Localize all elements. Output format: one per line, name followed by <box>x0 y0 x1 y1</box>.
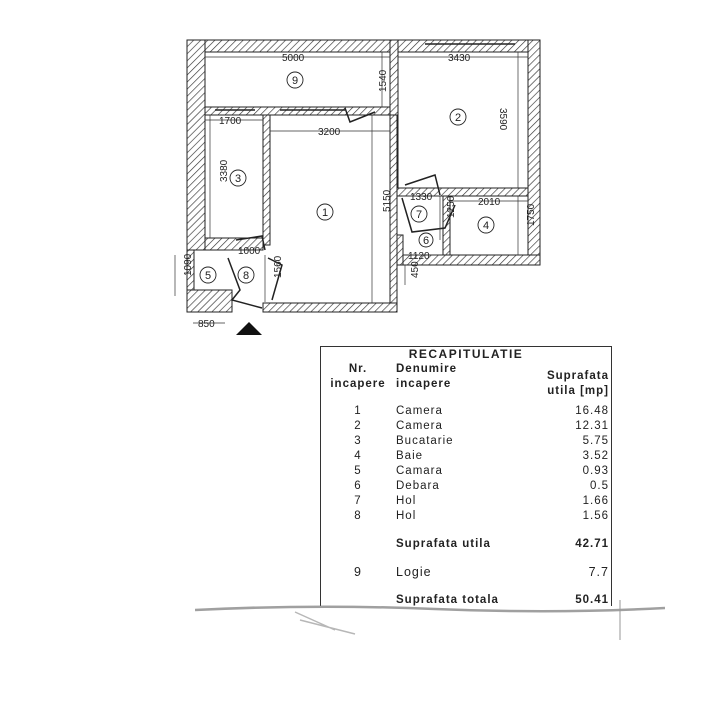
room-area: 3.52 <box>582 450 609 462</box>
dim-3430: 3430 <box>448 53 471 64</box>
grand-total-label: Suprafata totala <box>396 594 499 606</box>
room-6: 6 <box>423 235 429 247</box>
walls <box>186 39 541 313</box>
table-title: RECAPITULATIE <box>408 347 524 361</box>
grand-total-row: Suprafata totala 50.41 <box>321 593 611 608</box>
room-1: 1 <box>322 207 328 219</box>
room-number: 4 <box>354 450 362 462</box>
dim-1000: 1000 <box>238 246 261 257</box>
header-nr: Nr. incapere <box>321 362 395 392</box>
loggia-row: 9 Logie 7.7 <box>321 565 611 580</box>
room-name: Camera <box>396 420 443 432</box>
room-area: 1.66 <box>582 495 609 507</box>
dim-1540: 1540 <box>378 69 389 92</box>
room-name: Camara <box>396 465 443 477</box>
dim-3380: 3380 <box>219 159 230 182</box>
header-name: Denumire incapere <box>396 362 457 392</box>
dim-5000: 5000 <box>282 53 305 64</box>
header-area-line2: utila [mp] <box>547 385 609 397</box>
room-name: Baie <box>396 450 424 462</box>
room-numbers: 1 2 3 4 5 6 7 8 9 <box>205 75 489 282</box>
dim-1560: 1560 <box>273 255 284 278</box>
dim-1330: 1330 <box>410 192 433 203</box>
loggia-nr: 9 <box>354 565 362 579</box>
windows-doors <box>215 43 515 309</box>
room-area: 12.31 <box>575 420 609 432</box>
dim-850: 850 <box>198 319 215 330</box>
dim-1700: 1700 <box>219 116 242 127</box>
room-number: 8 <box>354 510 362 522</box>
dim-3590: 3590 <box>497 108 508 131</box>
header-name-line2: incapere <box>396 378 452 390</box>
useful-total-label: Suprafata utila <box>396 538 491 550</box>
room-4: 4 <box>483 220 489 232</box>
header-name-line1: Denumire <box>396 363 458 375</box>
room-name: Debara <box>396 480 440 492</box>
room-name: Bucatarie <box>396 435 454 447</box>
room-number: 5 <box>354 465 362 477</box>
room-2: 2 <box>455 112 461 124</box>
room-8: 8 <box>243 270 249 282</box>
dim-1090: 1090 <box>183 253 194 276</box>
loggia-name: Logie <box>396 565 432 579</box>
loggia-area: 7.7 <box>588 565 609 579</box>
dim-5150: 5150 <box>382 189 393 212</box>
room-5: 5 <box>205 270 211 282</box>
header-nr-line1: Nr. <box>348 363 368 375</box>
room-number: 1 <box>354 405 362 417</box>
room-area: 16.48 <box>575 405 609 417</box>
summary-table: RECAPITULATIE Nr. incapere Denumire inca… <box>320 346 612 606</box>
table-row: 3 Bucatarie 5.75 <box>321 434 611 449</box>
room-name: Hol <box>396 510 417 522</box>
entrance-arrow-icon <box>236 322 262 335</box>
useful-total-value: 42.71 <box>575 538 609 550</box>
dimension-labels: 5000 3430 1540 3590 1700 3200 3380 5150 … <box>183 53 537 330</box>
table-row: 4 Baie 3.52 <box>321 449 611 464</box>
room-3: 3 <box>235 173 241 185</box>
header-area-line1: Suprafata <box>546 370 609 382</box>
scan-smudge <box>195 600 665 640</box>
header-area: Suprafata utila [mp] <box>547 369 609 399</box>
room-number: 7 <box>354 495 362 507</box>
dim-1750: 1750 <box>526 203 537 226</box>
room-number: 2 <box>354 420 362 432</box>
room-area: 1.56 <box>582 510 609 522</box>
useful-total-row: Suprafata utila 42.71 <box>321 537 611 552</box>
table-row: 6 Debara 0.5 <box>321 479 611 494</box>
room-area: 0.93 <box>582 465 609 477</box>
grand-total-value: 50.41 <box>575 594 609 606</box>
room-number: 6 <box>354 480 362 492</box>
dimension-lines <box>174 52 528 324</box>
room-area: 0.5 <box>590 480 609 492</box>
header-nr-line2: incapere <box>330 378 386 390</box>
dim-1120: 1120 <box>408 251 430 262</box>
table-row: 7 Hol 1.66 <box>321 494 611 509</box>
table-row: 8 Hol 1.56 <box>321 509 611 524</box>
dim-450: 450 <box>410 261 421 278</box>
room-area: 5.75 <box>582 435 609 447</box>
room-name: Hol <box>396 495 417 507</box>
table-row: 2 Camera 12.31 <box>321 419 611 434</box>
dim-1250: 1250 <box>446 195 457 218</box>
room-7: 7 <box>416 209 422 221</box>
room-number: 3 <box>354 435 362 447</box>
room-9: 9 <box>292 75 298 87</box>
dim-2010: 2010 <box>478 197 501 208</box>
table-row: 5 Camara 0.93 <box>321 464 611 479</box>
room-name: Camera <box>396 405 443 417</box>
room-markers <box>199 71 495 284</box>
table-row: 1 Camera 16.48 <box>321 404 611 419</box>
dim-3200: 3200 <box>318 127 341 138</box>
